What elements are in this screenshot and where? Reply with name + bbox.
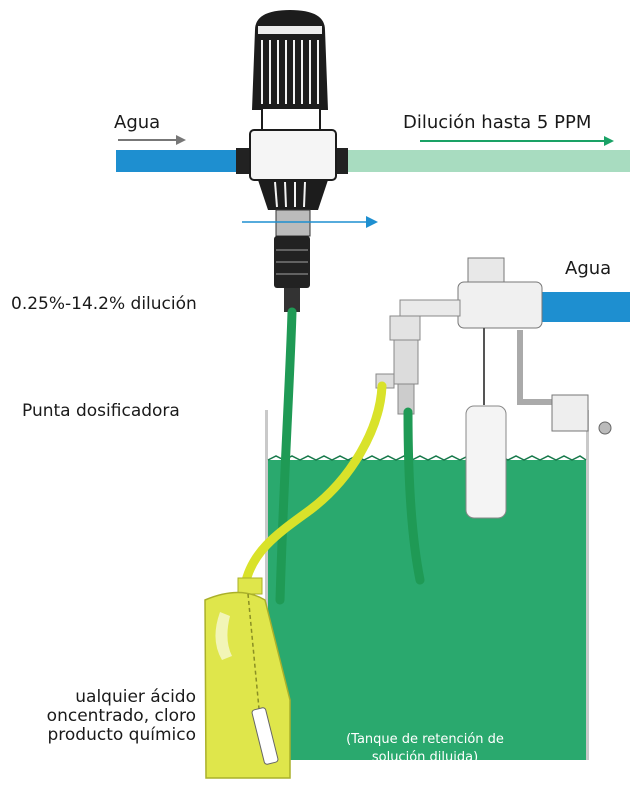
outlet-pipe-right xyxy=(338,150,630,172)
tank-label-line1: (Tanque de retención de xyxy=(346,732,504,747)
dosing-tip-label: Punta dosificadora xyxy=(22,401,180,421)
water-inlet-label: Agua xyxy=(114,112,161,133)
inlet-flow-arrow xyxy=(118,135,186,145)
holding-tank xyxy=(265,410,589,760)
chemical-label-line2: oncentrado, cloro xyxy=(46,706,196,726)
inlet-pipe-left xyxy=(116,150,246,172)
tank-hose xyxy=(403,407,425,585)
chemical-label-line3: producto químico xyxy=(47,725,196,745)
water-inlet-right-label: Agua xyxy=(565,258,612,279)
chemical-hose xyxy=(240,381,387,590)
float-valve xyxy=(399,257,612,519)
tank-label: (Tanque de retención de solución diluida… xyxy=(320,731,530,767)
chemical-label-line1: ualquier ácido xyxy=(75,687,196,707)
outlet-flow-arrow xyxy=(420,136,614,146)
chemical-label: ualquier ácido oncentrado, cloro product… xyxy=(47,688,196,745)
tank-label-line2: solución diluida) xyxy=(371,750,479,765)
pump-flow-arrow xyxy=(242,216,378,228)
chemical-jug xyxy=(204,577,291,779)
suction-hose xyxy=(275,307,297,605)
dosing-pump xyxy=(249,10,337,312)
tee-connector xyxy=(375,315,421,415)
dilution-range-label: 0.25%-14.2% dilución xyxy=(11,294,197,314)
inlet-pipe-right xyxy=(540,292,630,322)
dilution-output-label: Dilución hasta 5 PPM xyxy=(403,112,592,133)
